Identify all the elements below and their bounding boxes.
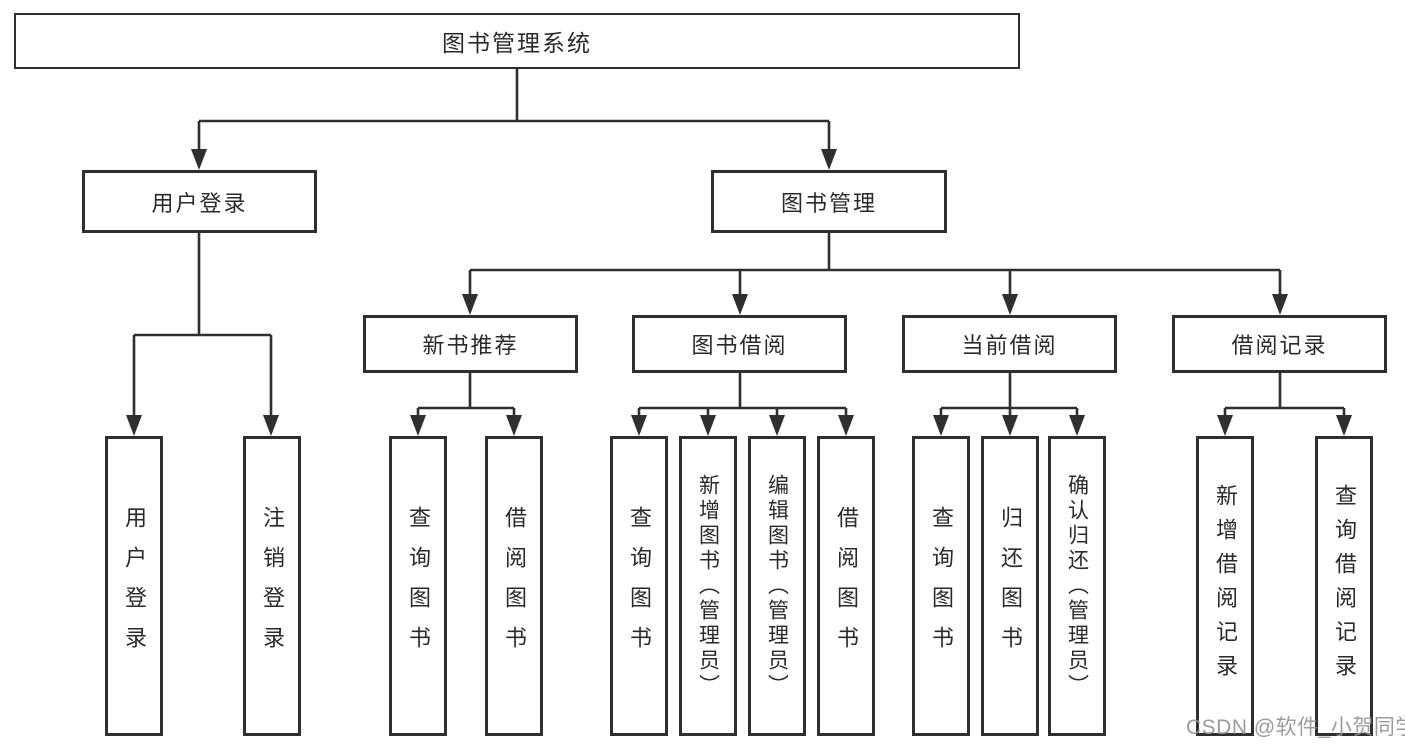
node-label: 新增图书（管理员）	[696, 473, 720, 699]
connector-book-management	[468, 233, 1282, 297]
connector-current-borrowing	[939, 373, 1079, 418]
connector-user-login	[132, 233, 273, 418]
node-label: 新书推荐	[422, 333, 519, 358]
node-label: 归还图书	[998, 506, 1023, 666]
node-current-borrowing: 当前借阅	[902, 315, 1117, 373]
node-label: 用户登录	[151, 190, 248, 216]
node-label: 图书管理	[780, 190, 877, 216]
node-book-borrowing: 图书借阅	[632, 315, 847, 373]
node-logout: 注销登录	[243, 436, 301, 736]
node-query-borrow-record: 查询借阅记录	[1315, 436, 1373, 736]
node-user-login: 用户登录	[82, 170, 317, 233]
node-label: 查询借阅记录	[1332, 484, 1357, 688]
node-query-books-current: 查询图书	[912, 436, 970, 736]
node-label: 借阅图书	[834, 506, 859, 666]
node-user-login-leaf: 用户登录	[105, 436, 163, 736]
node-label: 查询图书	[929, 506, 954, 666]
node-label: 用户登录	[122, 506, 147, 666]
node-label: 查询图书	[406, 506, 431, 666]
connector-book-borrowing	[637, 373, 848, 418]
watermark: CSDN @软件_小贺同学	[1186, 716, 1405, 739]
node-query-books-recommend: 查询图书	[389, 436, 447, 736]
node-label: 编辑图书（管理员）	[765, 473, 789, 699]
node-label: 新增借阅记录	[1213, 484, 1238, 688]
connector-new-book-recommendation	[416, 373, 516, 418]
node-label: 查询图书	[627, 506, 652, 666]
node-confirm-return-admin: 确认归还（管理员）	[1048, 436, 1106, 736]
node-label: 当前借阅	[961, 333, 1058, 358]
node-label: 注销登录	[260, 506, 285, 666]
node-label: 图书借阅	[691, 333, 788, 358]
node-borrow-books-recommend: 借阅图书	[485, 436, 543, 736]
connector-borrowing-records	[1223, 373, 1346, 418]
node-query-books-borrowing: 查询图书	[610, 436, 668, 736]
node-label: 借阅记录	[1231, 333, 1328, 358]
node-borrowing-records: 借阅记录	[1172, 315, 1387, 373]
node-label: 确认归还（管理员）	[1065, 473, 1089, 699]
node-book-management: 图书管理	[711, 170, 947, 233]
node-library-management-system: 图书管理系统	[14, 13, 1020, 69]
node-edit-book-admin: 编辑图书（管理员）	[748, 436, 806, 736]
node-label: 借阅图书	[502, 506, 527, 666]
node-return-books: 归还图书	[981, 436, 1039, 736]
node-add-book-admin: 新增图书（管理员）	[679, 436, 737, 736]
node-borrow-books: 借阅图书	[817, 436, 875, 736]
node-new-book-recommendation: 新书推荐	[363, 315, 578, 373]
connector-root	[197, 69, 831, 152]
node-add-borrow-record: 新增借阅记录	[1196, 436, 1254, 736]
node-label: 图书管理系统	[442, 30, 592, 56]
